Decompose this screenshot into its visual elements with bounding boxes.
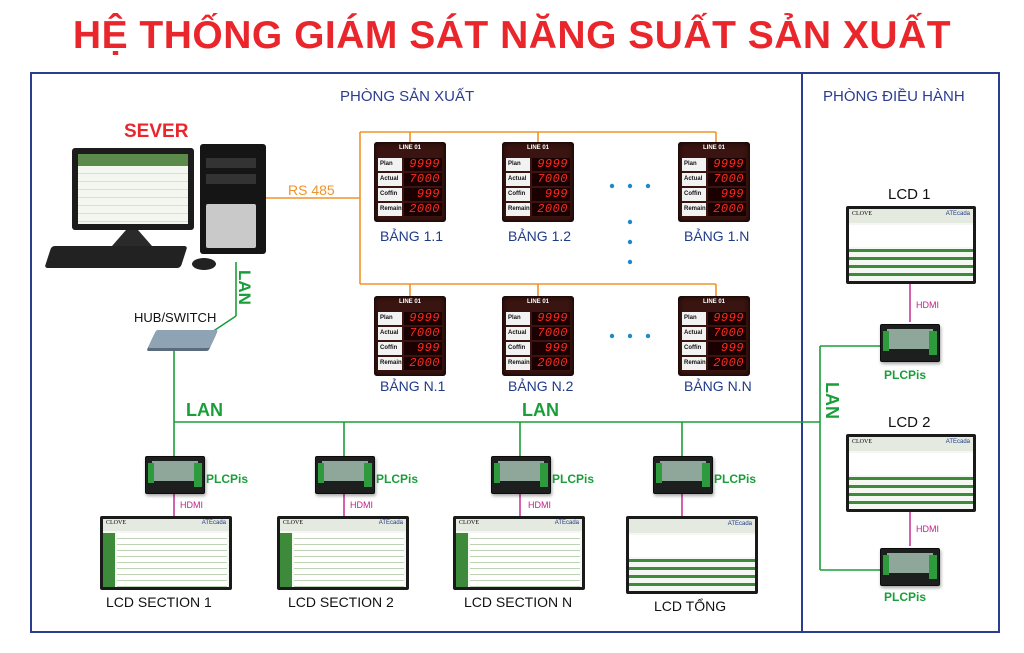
keyboard: [44, 246, 188, 268]
board-1-2-label: BẢNG 1.2: [508, 228, 572, 244]
production-room-frame: [30, 72, 803, 633]
mouse: [192, 258, 216, 270]
board-1-1-label: BẢNG 1.1: [380, 228, 444, 244]
lcd-section-2-screen: CLOVE ATEcada: [277, 516, 409, 590]
board-1-n-label: BẢNG 1.N: [684, 228, 750, 244]
plc-device-n: [491, 456, 551, 494]
lcd-section-1-label: LCD SECTION 1: [106, 594, 212, 610]
lcd-1-label: LCD 1: [888, 186, 931, 203]
plc-device-lcd1: [880, 324, 940, 362]
board-n-1-label: BẢNG N.1: [380, 378, 446, 394]
plc-device-tong: [653, 456, 713, 494]
lcd-section-n-screen: CLOVE ATEcada: [453, 516, 585, 590]
lcd-2-label: LCD 2: [888, 414, 931, 431]
hdmi-label-2: HDMI: [350, 500, 373, 510]
production-room-label: PHÒNG SẢN XUẤT: [340, 88, 475, 105]
server-lan-label: LAN: [235, 270, 254, 305]
control-room-frame: [799, 72, 1000, 633]
plc-label-lcd1: PLCPis: [884, 368, 927, 382]
lan-label-right: LAN: [822, 382, 842, 419]
rs485-label: RS 485: [288, 182, 335, 198]
server-tower: [200, 144, 266, 254]
plc-label-2: PLCPis: [376, 472, 419, 486]
hub-switch: [147, 330, 219, 348]
plc-label-tong: PLCPis: [714, 472, 757, 486]
server-monitor: [72, 148, 194, 230]
lan-label-mid: LAN: [522, 400, 559, 420]
hdmi-label-lcd1: HDMI: [916, 300, 939, 310]
hdmi-label-1: HDMI: [180, 500, 203, 510]
hdmi-label-lcd2: HDMI: [916, 524, 939, 534]
lan-label-left: LAN: [186, 400, 223, 420]
control-room-label: PHÒNG ĐIỀU HÀNH: [823, 88, 965, 105]
hdmi-label-n: HDMI: [528, 500, 551, 510]
lcd-section-1-screen: CLOVE ATEcada: [100, 516, 232, 590]
board-n-n-label: BẢNG N.N: [684, 378, 752, 394]
plc-device-2: [315, 456, 375, 494]
lcd-section-n-label: LCD SECTION N: [464, 594, 573, 610]
lcd-tong-label: LCD TỔNG: [654, 598, 727, 614]
lcd-tong-screen: ATEcada: [626, 516, 758, 594]
plc-label-1: PLCPis: [206, 472, 249, 486]
plc-device-lcd2: [880, 548, 940, 586]
plc-device-1: [145, 456, 205, 494]
board-n-2-label: BẢNG N.2: [508, 378, 574, 394]
server-label: SEVER: [124, 121, 189, 142]
plc-label-lcd2: PLCPis: [884, 590, 927, 604]
hub-label: HUB/SWITCH: [134, 310, 217, 325]
plc-label-n: PLCPis: [552, 472, 595, 486]
lcd-2-screen: CLOVE ATEcada: [846, 434, 976, 512]
lcd-section-2-label: LCD SECTION 2: [288, 594, 394, 610]
page-title: HỆ THỐNG GIÁM SÁT NĂNG SUẤT SẢN XUẤT: [72, 14, 952, 57]
lcd-1-screen: CLOVE ATEcada: [846, 206, 976, 284]
